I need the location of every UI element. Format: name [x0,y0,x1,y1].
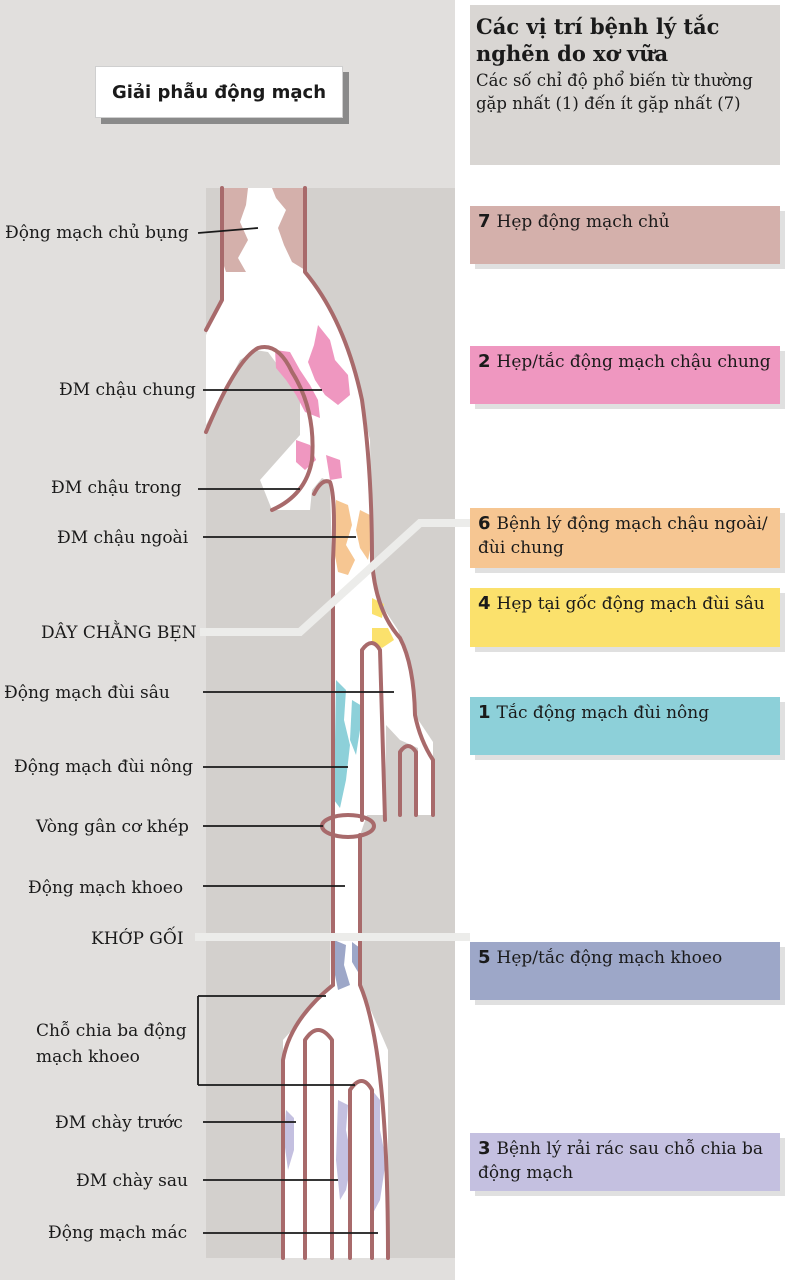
site-text: Hẹp/tắc động mạch khoeo [496,948,723,968]
site-rank: 3 [478,1138,491,1159]
site-text: Tắc động mạch đùi nông [496,703,710,723]
label-adductor-canal: Vòng gân cơ khép [36,817,189,837]
label-popliteal: Động mạch khoeo [28,878,184,898]
label-trifurcation: Chỗ chia ba động mạch khoeo [36,1021,187,1067]
site-text: Hẹp/tắc động mạch chậu chung [496,352,771,372]
leader-lines [197,227,394,1234]
site-rank: 2 [478,351,491,372]
label-knee: KHỚP GỐI [91,929,184,949]
legend-header: Các vị trí bệnh lý tắc nghẽn do xơ vữa C… [470,5,780,165]
site-text: Bệnh lý rải rác sau chỗ chia ba động mạc… [478,1139,764,1183]
site-rank: 7 [478,211,491,232]
label-internal-iliac: ĐM chậu trong [51,478,182,498]
label-peroneal: Động mạch mác [48,1223,188,1243]
label-superficial-femoral: Động mạch đùi nông [14,757,194,777]
site-text: Bệnh lý động mạch chậu ngoài/đùi chung [478,514,768,558]
artery-lumen [206,188,433,1258]
label-abdominal-aorta: Động mạch chủ bụng [5,223,189,243]
site-text: Hẹp động mạch chủ [496,212,670,232]
site-rank: 6 [478,513,491,534]
site-rank: 4 [478,593,491,614]
site-rank: 5 [478,947,491,968]
anatomy-title: Giải phẫu động mạch [95,66,343,118]
legend-title: Các vị trí bệnh lý tắc nghẽn do xơ vữa [476,14,720,66]
label-external-iliac: ĐM chậu ngoài [57,528,189,548]
plaque-superficial-femoral [334,680,362,808]
label-anterior-tibial: ĐM chày trước [55,1113,183,1133]
label-inguinal-ligament: DÂY CHẰNG BẸN [41,623,197,643]
label-deep-femoral: Động mạch đùi sâu [4,683,170,703]
label-common-iliac: ĐM chậu chung [59,380,196,400]
artery-walls [204,186,435,1260]
legend-subtitle: Các số chỉ độ phổ biến từ thường gặp nhấ… [476,71,753,113]
label-posterior-tibial: ĐM chày sau [76,1171,188,1191]
site-rank: 1 [478,702,491,723]
site-text: Hẹp tại gốc động mạch đùi sâu [496,594,765,614]
inguinal-ligament [200,519,470,636]
